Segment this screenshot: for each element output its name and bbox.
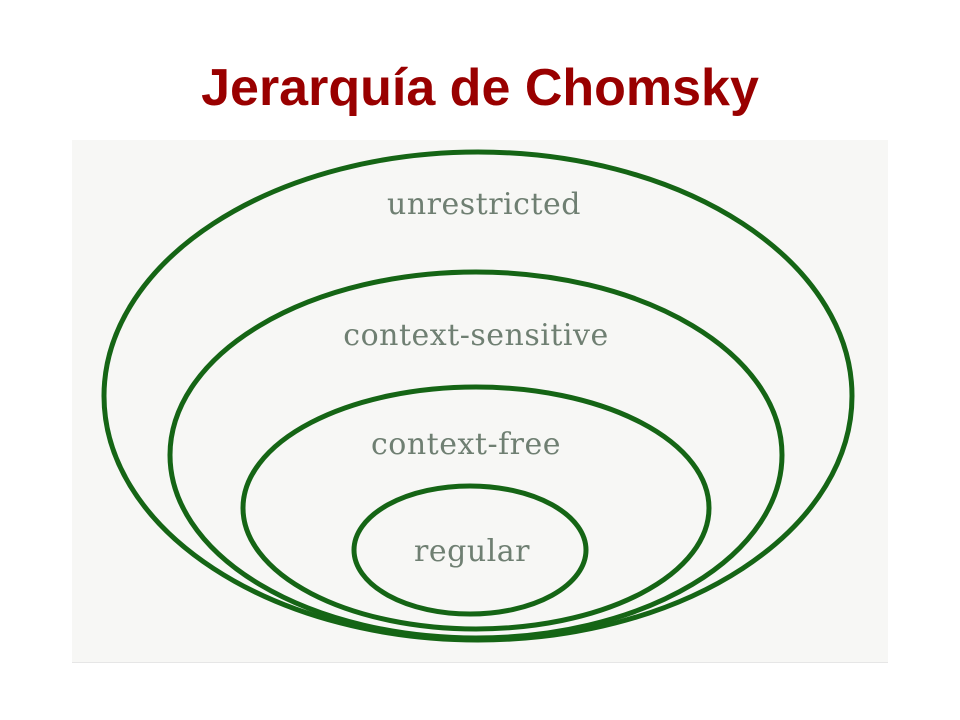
slide-title: Jerarquía de Chomsky — [201, 59, 759, 117]
ellipse-context-free — [240, 384, 712, 632]
ellipse-regular — [351, 483, 589, 617]
label-context-free: context-free — [371, 427, 561, 462]
label-unrestricted: unrestricted — [387, 187, 581, 222]
ellipse-context-sensitive — [167, 269, 785, 641]
label-context-sensitive: context-sensitive — [343, 318, 608, 353]
label-regular: regular — [414, 534, 530, 569]
